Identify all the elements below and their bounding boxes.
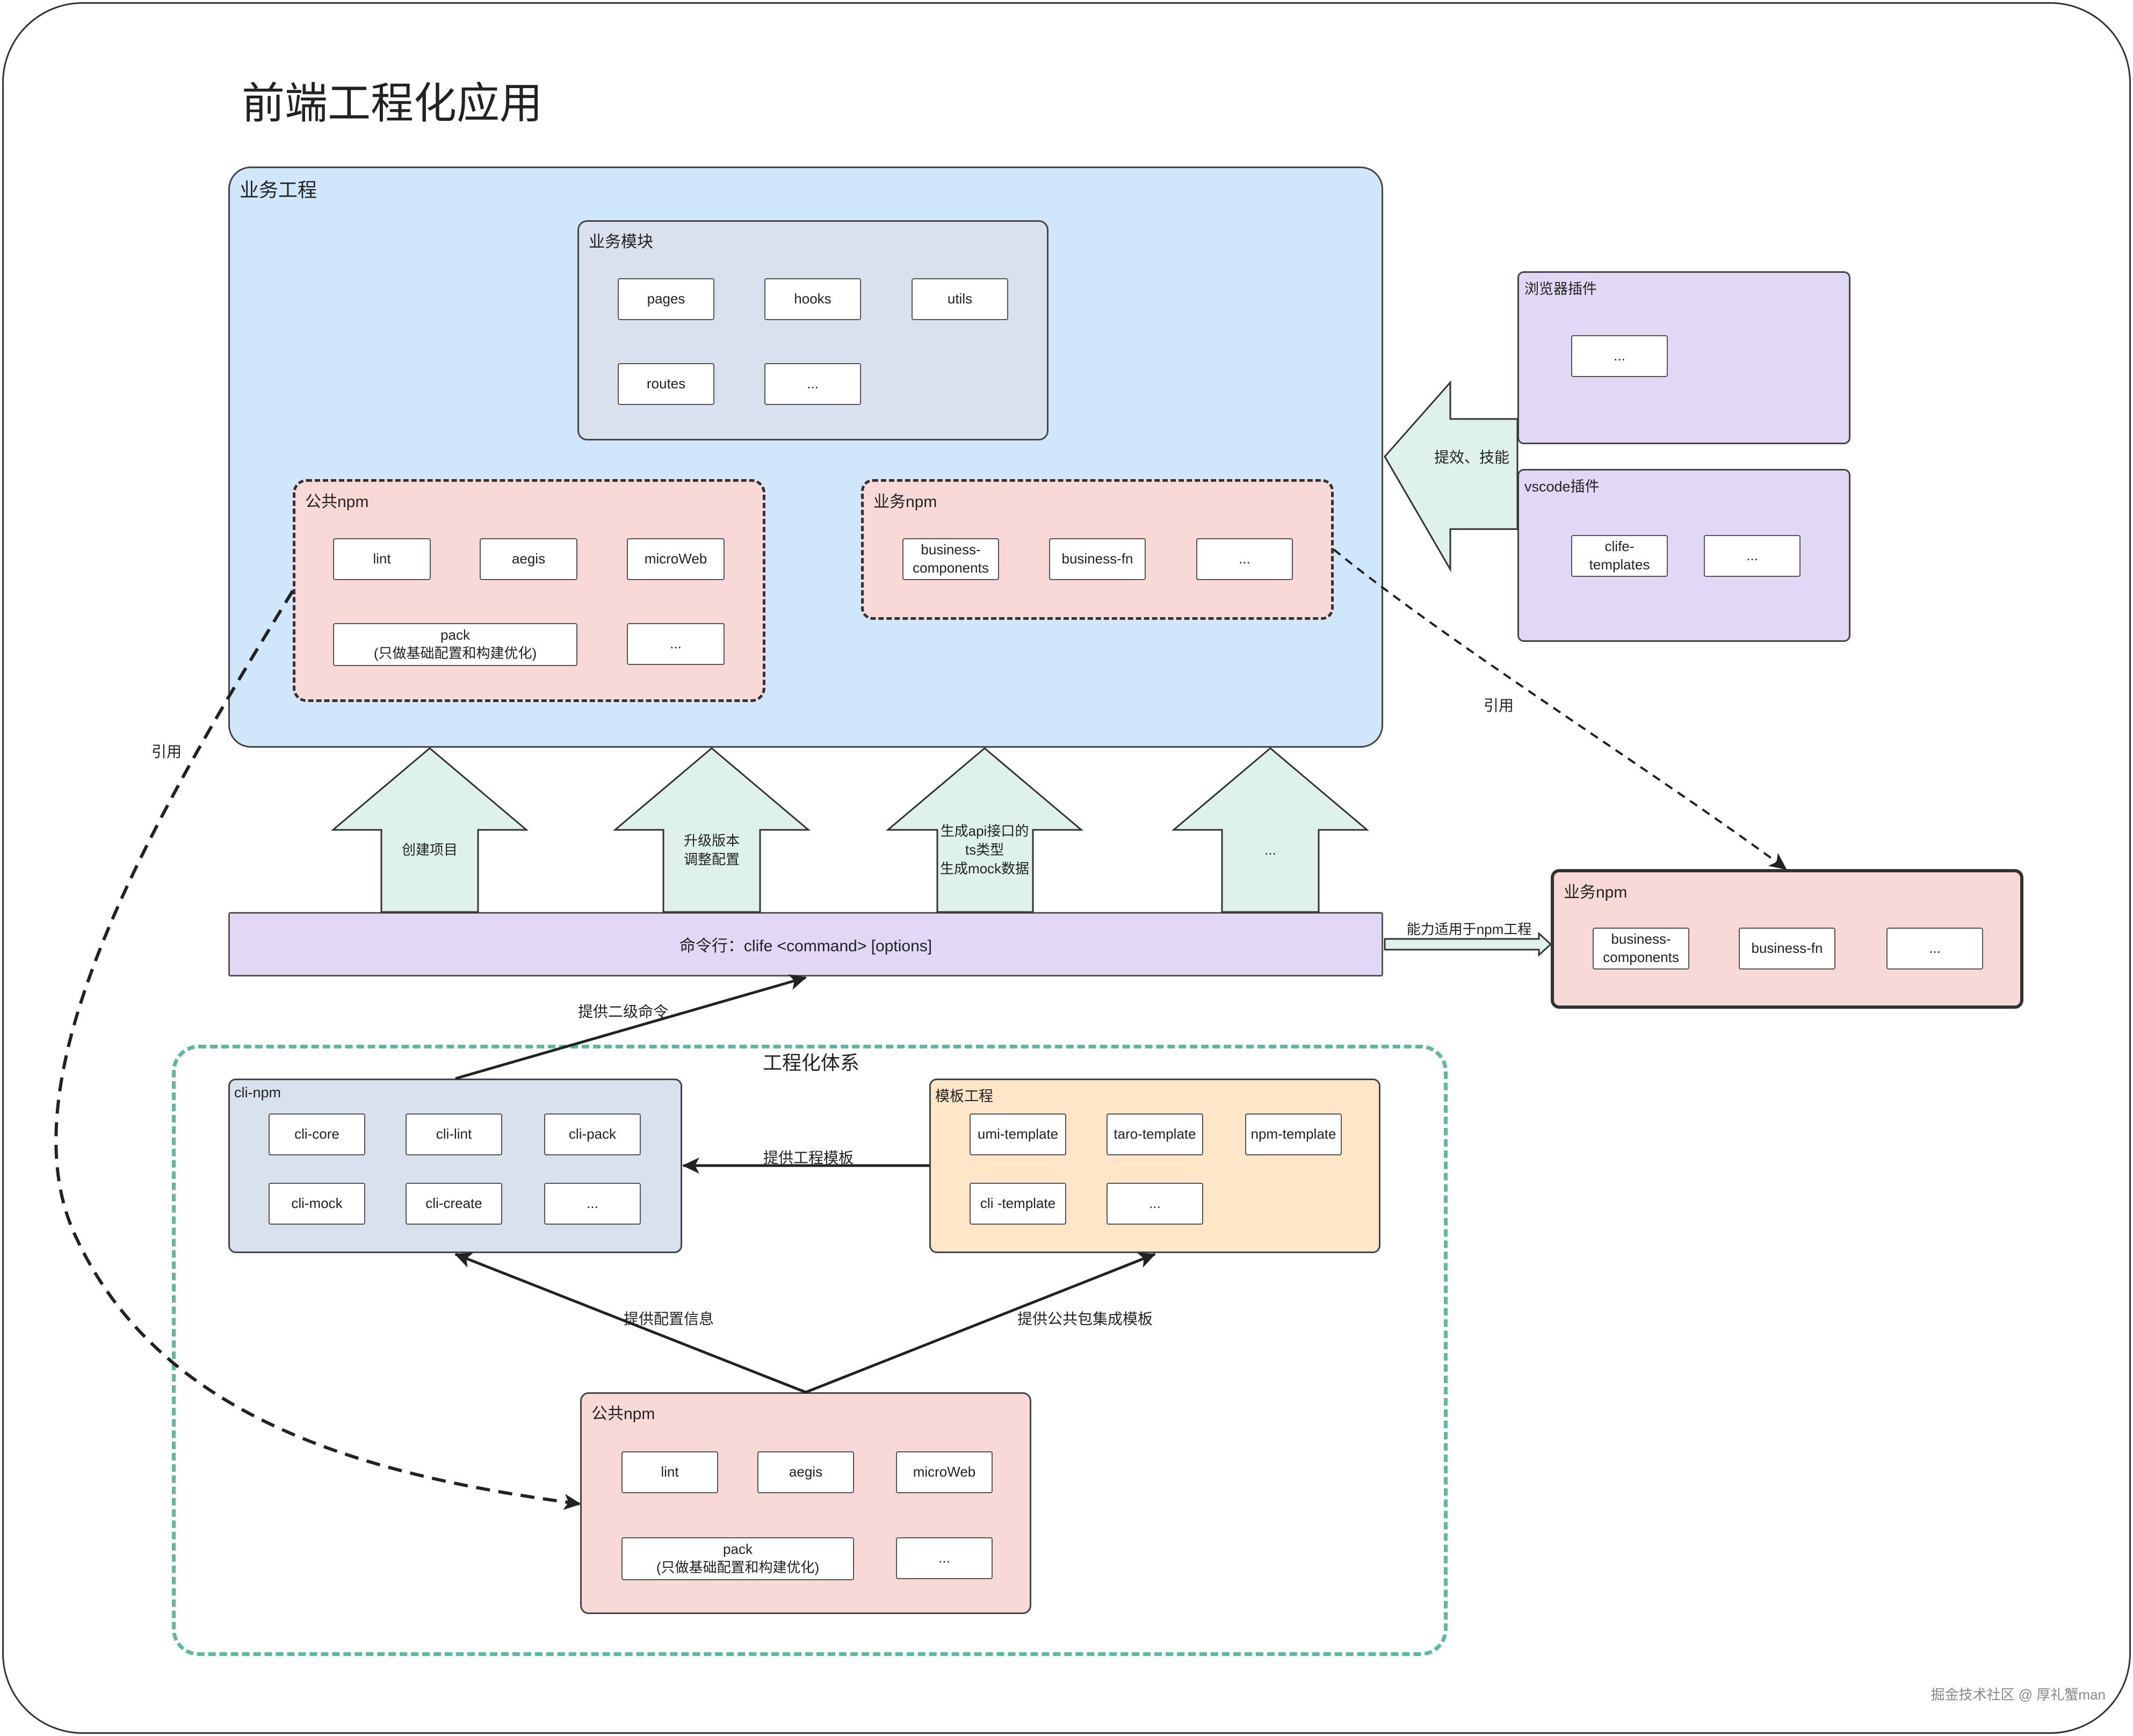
browser-plugin-item-more: ... — [1571, 335, 1668, 377]
template-item-taro: taro-template — [1107, 1113, 1203, 1155]
up-arrow-upgrade-label: 升级版本 调整配置 — [683, 833, 740, 868]
public-npm-bottom-item-pack: pack (只做基础配置和构建优化) — [621, 1537, 854, 1580]
cli-item-core: cli-core — [269, 1113, 365, 1155]
public-npm-item-microweb: microWeb — [627, 538, 725, 580]
template-item-cli: cli -template — [970, 1183, 1066, 1225]
public-npm-item-pack: pack (只做基础配置和构建优化) — [333, 623, 577, 666]
business-npm-label-right: 业务npm — [1564, 884, 1628, 901]
public-npm-label-bottom: 公共npm — [591, 1405, 655, 1423]
edge-label-pkg-template: 提供公共包集成模板 — [1017, 1311, 1153, 1327]
vscode-plugin-group: vscode插件 — [1517, 469, 1850, 642]
module-item-pages: pages — [618, 278, 714, 320]
cli-item-create: cli-create — [406, 1183, 502, 1225]
cli-npm-label: cli-npm — [234, 1084, 281, 1101]
up-arrow-create-label: 创建项目 — [401, 842, 458, 858]
edge-label-config: 提供配置信息 — [623, 1311, 714, 1327]
edge-label-second-cmd: 提供二级命令 — [577, 1003, 668, 1020]
template-item-umi: umi-template — [970, 1113, 1066, 1155]
engineering-system-label: 工程化体系 — [762, 1052, 859, 1074]
public-npm-group-top: 公共npm — [293, 479, 765, 702]
template-project-label: 模板工程 — [935, 1088, 993, 1104]
template-item-npm: npm-template — [1245, 1113, 1342, 1155]
right-npm-item-more: ... — [1886, 928, 1983, 970]
plugin-arrow-label: 提效、技能 — [1434, 449, 1509, 466]
cli-item-mock: cli-mock — [269, 1183, 365, 1225]
business-modules-label: 业务模块 — [589, 233, 653, 251]
module-item-routes: routes — [618, 363, 714, 405]
business-project-label: 业务工程 — [240, 179, 317, 201]
business-npm-label-top: 业务npm — [873, 493, 937, 511]
page-title: 前端工程化应用 — [242, 79, 543, 127]
business-npm-item-more: ... — [1196, 538, 1293, 580]
public-npm-bottom-item-aegis: aegis — [757, 1451, 854, 1493]
public-npm-bottom-item-more: ... — [896, 1537, 993, 1579]
template-project-group: 模板工程 — [929, 1079, 1380, 1253]
public-npm-label-top: 公共npm — [305, 493, 369, 511]
browser-plugin-group: 浏览器插件 — [1517, 271, 1850, 444]
watermark: 掘金技术社区 @ 厚礼蟹man — [1930, 1687, 2106, 1703]
edge-label-ref-left: 引用 — [151, 743, 182, 760]
public-npm-bottom-item-microweb: microWeb — [896, 1451, 993, 1493]
module-item-utils: utils — [912, 278, 1008, 320]
cli-command-text: 命令行：clife <command> [options] — [679, 937, 932, 955]
module-item-more: ... — [764, 363, 861, 405]
vscode-plugin-item-more: ... — [1704, 535, 1801, 577]
browser-plugin-label: 浏览器插件 — [1524, 281, 1597, 297]
cli-item-pack: cli-pack — [544, 1113, 641, 1155]
vscode-plugin-item-clife-templates: clife- templates — [1571, 535, 1668, 577]
right-npm-item-fn: business-fn — [1739, 928, 1835, 970]
module-item-hooks: hooks — [764, 278, 861, 320]
cli-item-more: ... — [544, 1183, 641, 1225]
edge-label-ref-right: 引用 — [1483, 697, 1514, 714]
cli-npm-group: cli-npm — [228, 1079, 682, 1253]
public-npm-item-aegis: aegis — [480, 538, 577, 580]
public-npm-item-lint: lint — [333, 538, 431, 580]
right-arrow-label: 能力适用于npm工程 — [1406, 921, 1532, 937]
business-npm-item-fn: business-fn — [1049, 538, 1146, 580]
public-npm-group-bottom: 公共npm — [580, 1392, 1031, 1614]
edge-label-template: 提供工程模板 — [763, 1149, 854, 1166]
business-modules-group: 业务模块 — [577, 220, 1049, 440]
public-npm-item-more: ... — [627, 623, 725, 665]
cli-item-lint: cli-lint — [406, 1113, 502, 1155]
up-arrow-generate-label: 生成api接口的 ts类型 生成mock数据 — [939, 823, 1030, 877]
cli-command-bar: 命令行：clife <command> [options] — [228, 912, 1383, 977]
vscode-plugin-label: vscode插件 — [1524, 479, 1600, 495]
public-npm-bottom-item-lint: lint — [621, 1451, 718, 1493]
template-item-more: ... — [1107, 1183, 1203, 1225]
business-npm-item-components: business- components — [902, 538, 999, 580]
right-npm-item-components: business- components — [1593, 928, 1689, 970]
up-arrow-more-label: ... — [1264, 842, 1276, 858]
